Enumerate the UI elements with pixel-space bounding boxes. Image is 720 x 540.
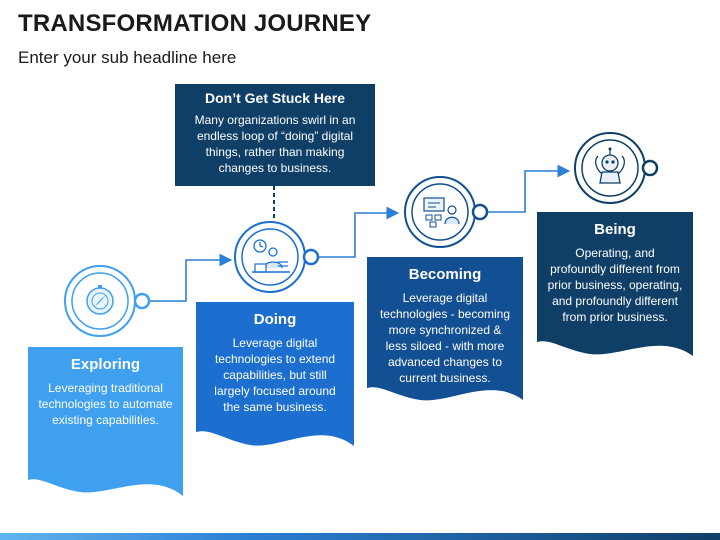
stage-body: Leverage digital technologies - becoming…	[379, 291, 511, 385]
callout-box: Don’t Get Stuck Here Many organizations …	[175, 84, 375, 186]
stage-body: Leveraging traditional technologies to a…	[38, 381, 173, 427]
stage-heading: Exploring	[70, 356, 141, 373]
stage-node-being	[574, 132, 659, 204]
stage-heading: Being	[594, 221, 636, 238]
compass-icon	[86, 285, 114, 315]
stage-node-becoming	[404, 176, 489, 248]
stage-card-shape-exploring	[28, 347, 183, 496]
stage-heading: Becoming	[408, 266, 482, 283]
stage-card-shape-being	[537, 212, 693, 356]
callout-text: Many organizations swirl in an endless l…	[194, 113, 356, 175]
robot-icon	[595, 147, 625, 184]
connector-arrow-1	[142, 253, 233, 302]
stage-body: Leverage digital technologies to extend …	[214, 336, 336, 414]
connector-arrow-2	[312, 206, 400, 258]
connector-arrow-3	[481, 164, 571, 213]
page-title: TRANSFORMATION JOURNEY	[18, 10, 372, 37]
stage-node-exploring	[64, 265, 151, 337]
worker-clock-icon	[252, 239, 290, 273]
stage-card-shape-doing	[196, 302, 354, 446]
digital-workstation-icon	[423, 197, 460, 228]
bottom-gradient-bar	[0, 533, 720, 540]
stage-card-doing: Doing Leverage digital technologies to e…	[196, 302, 354, 415]
stage-body: Operating, and profoundly different from…	[547, 246, 683, 324]
stage-card-shape-becoming	[367, 257, 523, 401]
stage-card-becoming: Becoming Leverage digital technologies -…	[367, 257, 523, 386]
stage-card-being: Being Operating, and profoundly differen…	[537, 212, 693, 325]
callout-title: Don’t Get Stuck Here	[204, 90, 346, 106]
stage-node-doing	[234, 221, 320, 293]
page-subtitle: Enter your sub headline here	[18, 48, 237, 67]
stage-heading: Doing	[253, 311, 297, 328]
stage-card-exploring: Exploring Leveraging traditional technol…	[28, 347, 183, 428]
